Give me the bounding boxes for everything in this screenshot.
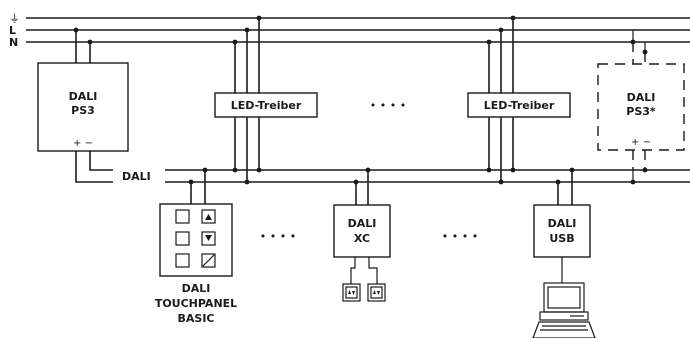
switch-left-down	[352, 291, 355, 295]
led-driver-left-box	[214, 92, 318, 118]
xc-box	[333, 204, 391, 258]
led-driver-left-label: LED-Treiber	[231, 99, 302, 112]
arrow-up-icon	[201, 209, 216, 224]
xc-line1: DALI	[348, 217, 377, 230]
ps3-bus-minus	[89, 151, 113, 171]
switch-right-down	[377, 291, 380, 295]
ellipsis-bottom-right: • • • •	[442, 230, 478, 243]
ps3-optional-line2: PS3*	[626, 105, 656, 118]
touchpanel-line2: TOUCHPANEL	[155, 297, 237, 310]
junction-dots	[73, 15, 648, 185]
ellipsis-bottom-left: • • • •	[260, 230, 296, 243]
button-icon	[175, 253, 190, 268]
xc-wire-switch-right	[368, 257, 378, 284]
switch-icon-inner	[345, 286, 358, 299]
button-icon	[175, 231, 190, 246]
usb-line1: DALI	[548, 217, 577, 230]
switch-icon-inner	[370, 286, 383, 299]
touchpanel-line3: BASIC	[178, 312, 215, 325]
touchpanel-box	[159, 203, 233, 277]
dali-bus-label: DALI	[122, 170, 151, 183]
ps3-box	[37, 62, 129, 152]
arrow-up-glyph	[205, 214, 212, 220]
ps3-line1: DALI	[69, 90, 98, 103]
arrow-down-glyph	[205, 235, 212, 241]
touchpanel-line1: DALI	[182, 282, 211, 295]
rail-label-n: N	[9, 36, 18, 49]
led-driver-right-label: LED-Treiber	[484, 99, 555, 112]
arrow-down-icon	[201, 231, 216, 246]
ps3-optional-box	[597, 63, 685, 151]
ps3-optional-line1: DALI	[627, 91, 656, 104]
switch-icon	[367, 283, 386, 302]
switch-left-up	[348, 290, 351, 294]
slider-diagonal	[202, 254, 215, 267]
ps3-bus-plus	[75, 151, 113, 183]
switch-right-up	[373, 290, 376, 294]
computer-icon	[532, 282, 596, 338]
earth-icon: ⏚	[9, 12, 20, 25]
usb-line2: USB	[549, 232, 574, 245]
button-icon	[175, 209, 190, 224]
ps3-optional-terminals: + −	[631, 137, 651, 148]
ps3-line2: PS3	[71, 104, 95, 117]
led-driver-right-box	[467, 92, 571, 118]
slider-icon	[201, 253, 216, 268]
ellipsis-top: • • • •	[370, 99, 406, 112]
rail-label-l: L	[9, 24, 16, 37]
ps3-terminals: + −	[73, 138, 93, 149]
usb-box	[533, 204, 591, 258]
xc-wire-switch-left	[350, 257, 356, 284]
switch-icon	[342, 283, 361, 302]
xc-line2: XC	[354, 232, 370, 245]
